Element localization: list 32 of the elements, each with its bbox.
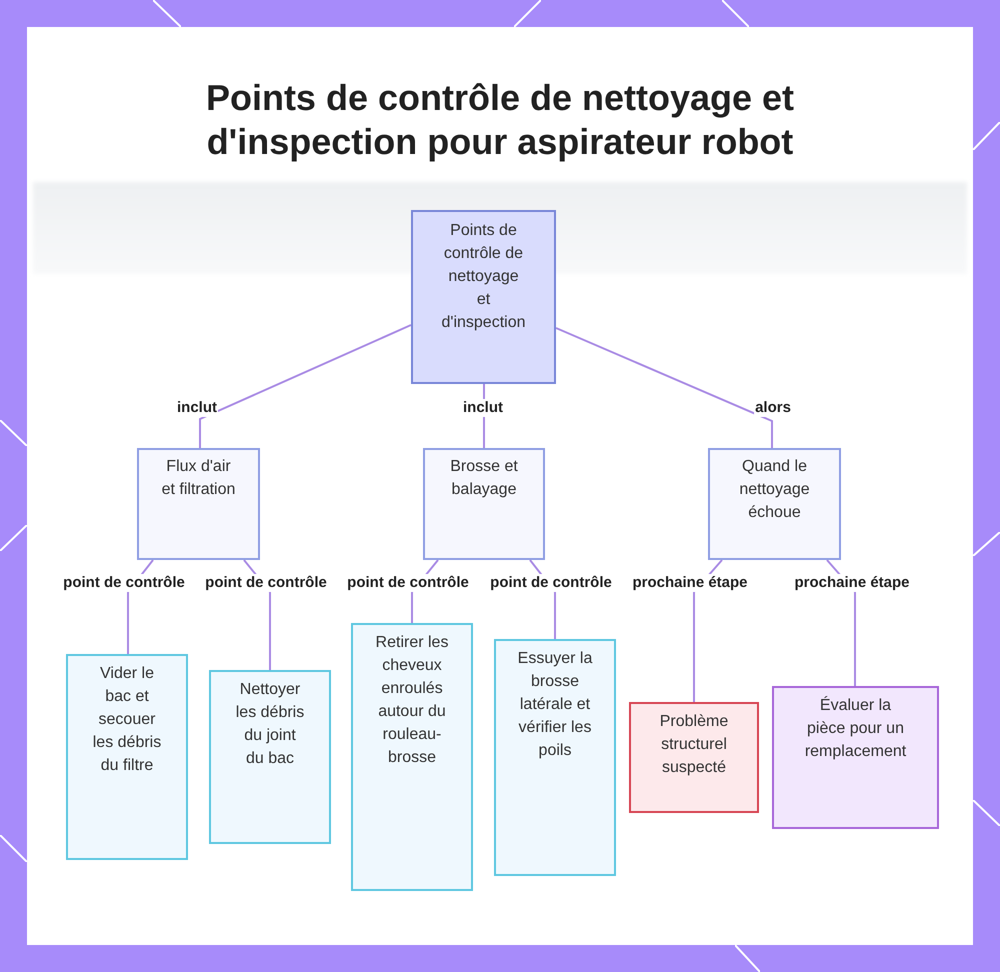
box-label: Évaluer la pièce pour un remplacement <box>804 695 908 762</box>
topic-box <box>411 210 556 384</box>
box-label: Essuyer la brosse latérale et vérifier les poils <box>517 649 593 761</box>
diagram-title: Points de contrôle de nettoyage et d'inspection pour aspirateur robot <box>204 76 796 164</box>
warning-box <box>629 702 759 813</box>
edge-label: point de contrôle <box>346 574 470 592</box>
checkpoint-box <box>209 670 331 844</box>
box-label: Problème structurel suspecté <box>658 712 730 778</box>
edge-label: inclut <box>176 399 218 417</box>
checkpoint-box <box>66 654 188 860</box>
box-label: Quand le nettoyage échoue <box>738 457 811 523</box>
edge-label: inclut <box>462 399 504 417</box>
category-box <box>423 448 545 560</box>
edge-label: point de contrôle <box>62 574 186 592</box>
checkpoint-box <box>351 623 473 891</box>
box-label: Vider le bac et secouer les débris du filtre <box>92 664 162 776</box>
edge-label: point de contrôle <box>489 574 613 592</box>
action-box <box>772 686 939 829</box>
box-label: Points de contrôle de nettoyage et d'inspection <box>440 221 526 333</box>
edge-label: prochaine étape <box>793 574 911 592</box>
category-box <box>708 448 841 560</box>
connector-line <box>556 327 773 448</box>
edge-label: alors <box>754 399 792 417</box>
edge-label: prochaine étape <box>631 574 749 592</box>
box-label: Nettoyer les débris du joint du bac <box>234 680 306 769</box>
category-box <box>137 448 260 560</box>
connector-line <box>199 324 412 448</box>
box-label: Retirer les cheveux enroulés autour du rouleau-brosse <box>374 633 450 768</box>
checkpoint-box <box>494 639 616 876</box>
box-label: Flux d'air et filtration <box>160 457 236 500</box>
edge-label: point de contrôle <box>204 574 328 592</box>
box-label: Brosse et balayage <box>449 457 519 500</box>
